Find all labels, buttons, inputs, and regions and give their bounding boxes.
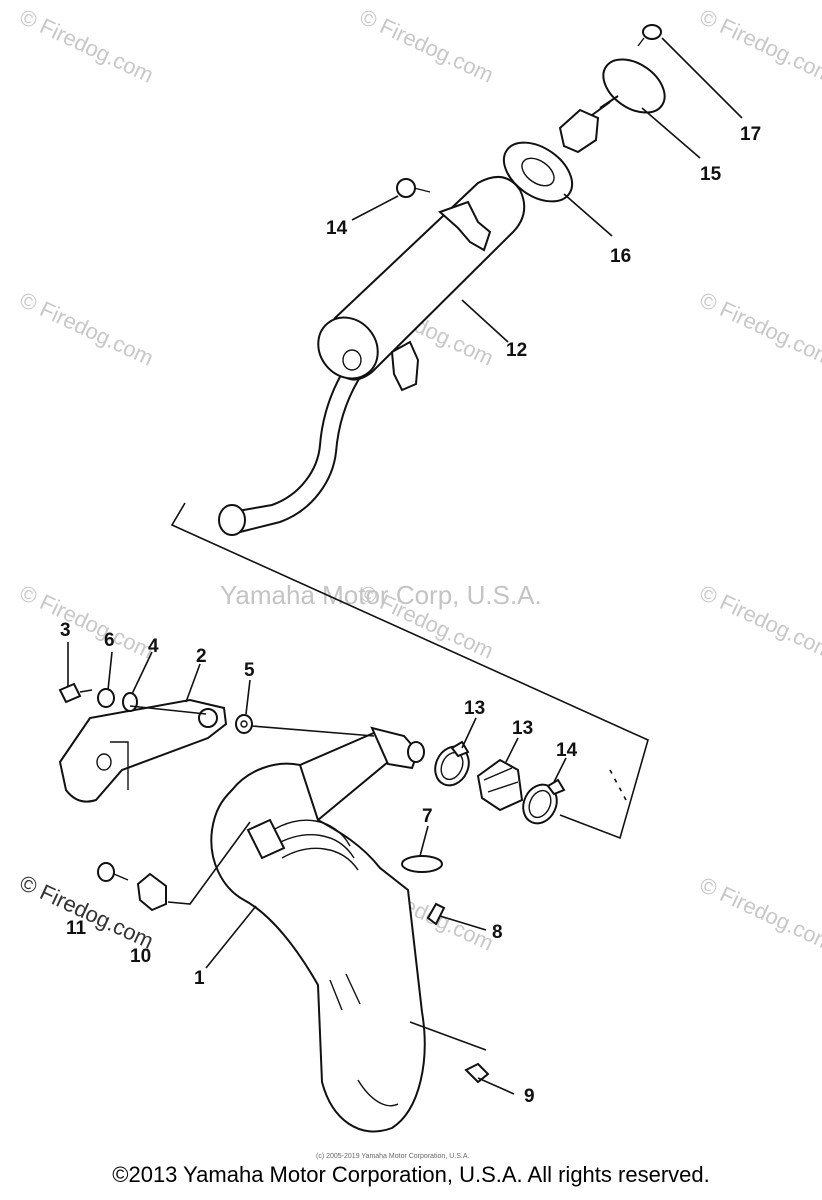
clamp-14a [434,740,470,787]
screw-18 [637,24,662,47]
bolt-3 [58,682,93,704]
watermark: © Firedog.com [696,872,822,956]
callout-17: 16 [610,246,631,267]
stay-2 [58,698,228,803]
expansion-chamber [210,726,426,1133]
copyright-footer: ©2013 Yamaha Motor Corporation, U.S.A. A… [112,1162,710,1187]
callout-3: 3 [60,620,71,641]
callout-13: 13 [512,718,533,739]
watermark-dark: © Firedog.com [16,870,158,954]
collar-4 [122,692,138,712]
chamber-bracket [246,818,286,860]
watermark: © Firedog.com [696,287,822,371]
tailpipe-end [218,504,246,536]
bolt-11 [97,862,129,882]
callout-4: 4 [148,636,159,657]
gasket-7 [401,855,443,873]
callout-1: 1 [194,968,205,989]
muffler-assembly [218,175,526,536]
center-watermark: Yamaha Motor Corp, U.S.A. [220,580,542,610]
washer-5 [235,714,253,734]
clamp-14b [522,778,566,825]
callout-15: 14 [326,218,348,239]
gasket-17 [502,141,574,203]
watermark: © Firedog.com [16,580,158,664]
callout-11: 11 [66,918,87,939]
watermark: © Firedog.com [16,4,158,88]
firedog-watermarks: © Firedog.com © Firedog.com © Firedog.co… [16,4,822,956]
watermark: © Firedog.com [356,4,498,88]
stud-8 [426,902,446,926]
callout-8: 8 [492,922,503,943]
callout-labels: 17 15 16 14 12 3 6 4 2 5 13 13 14 7 8 9 … [60,124,761,1107]
callout-9: 9 [524,1086,535,1107]
bolt-15 [396,178,431,198]
muffler-bracket-bottom [390,340,420,392]
end-cap-16 [558,58,666,154]
callout-12: 12 [506,340,527,361]
nut-9 [464,1062,490,1084]
callout-18: 17 [740,124,761,145]
callout-14b: 14 [556,740,578,761]
small-credit: (c) 2005-2019 Yamaha Motor Corporation, … [316,1153,469,1160]
leader-lines [67,37,743,1095]
muffler-bracket-top [438,200,492,252]
callout-10: 10 [130,946,151,967]
callout-5: 5 [244,660,255,681]
watermark: © Firedog.com [696,4,822,88]
washer-6 [97,688,115,708]
watermark: © Firedog.com [16,287,158,371]
callout-16: 15 [700,164,722,185]
callout-6: 6 [104,630,115,651]
damper-10 [136,872,167,912]
callout-2: 2 [196,646,207,667]
assembly-boundary [170,502,649,840]
joint-13 [476,758,524,812]
watermark: © Firedog.com [696,580,822,664]
callout-7: 7 [422,806,433,827]
callout-14a: 13 [464,698,485,719]
